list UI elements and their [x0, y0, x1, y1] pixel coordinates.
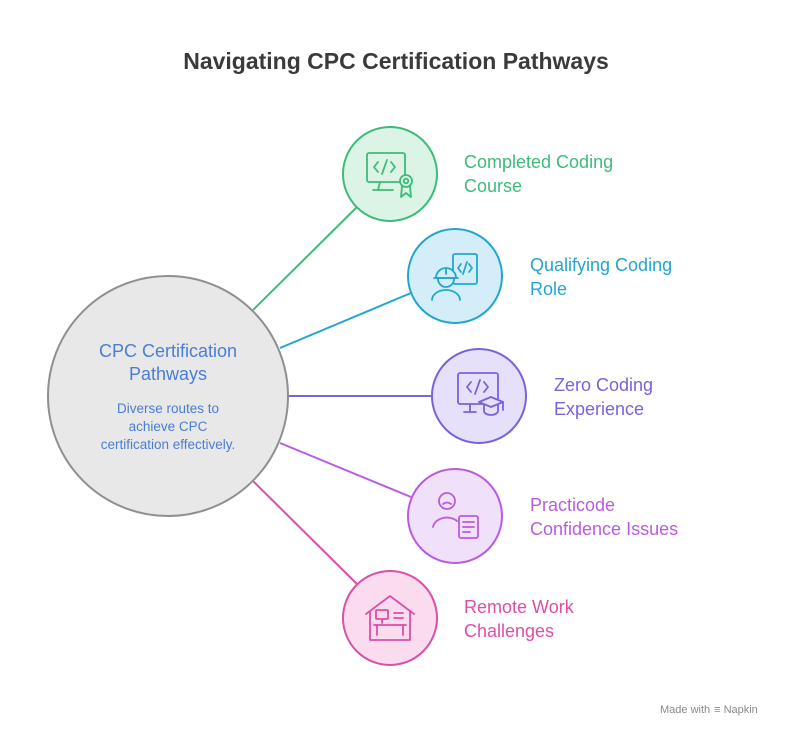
home-office-icon: [365, 595, 415, 641]
branch-node-confidence: [407, 468, 503, 564]
central-hub-description: Diverse routes to achieve CPC certificat…: [60, 400, 276, 454]
branch-node-zero-experience: [431, 348, 527, 444]
branch-node-remote: [342, 570, 438, 666]
connector-line-role: [279, 292, 412, 349]
made-with-napkin-footer[interactable]: Made with≡Napkin: [660, 704, 758, 716]
code-monitor-certificate-icon: [366, 152, 413, 198]
connector-line-remote: [252, 480, 359, 586]
branch-label-line: Qualifying Coding: [530, 255, 673, 275]
branch-label-line: Role: [530, 279, 568, 299]
central-hub-description-line: certification effectively.: [100, 437, 236, 452]
branch-label-line: Experience: [554, 399, 645, 419]
branch-label-course: Completed Coding Course: [464, 150, 684, 198]
code-graduation-icon: [457, 372, 504, 416]
made-with-text: Made with: [660, 704, 711, 716]
person-document-icon: [432, 492, 479, 539]
branch-label-line: Practicode: [530, 495, 616, 515]
central-hub-text: CPC Certification Pathways Diverse route…: [60, 340, 276, 454]
central-hub-description-line: achieve CPC: [128, 419, 208, 434]
branch-label-line: Confidence Issues: [530, 519, 679, 539]
branch-label-confidence: Practicode Confidence Issues: [530, 493, 750, 541]
central-hub-title-line: Pathways: [128, 364, 208, 384]
central-hub-title: CPC Certification Pathways: [60, 340, 276, 386]
connector-line-confidence: [279, 442, 412, 498]
branch-node-course: [342, 126, 438, 222]
napkin-logo-icon: ≡: [714, 704, 721, 716]
branch-label-line: Course: [464, 176, 523, 196]
branch-label-line: Challenges: [464, 621, 555, 641]
coder-worker-icon: [431, 253, 478, 301]
branch-label-remote: Remote Work Challenges: [464, 595, 684, 643]
branch-label-line: Zero Coding: [554, 375, 654, 395]
branch-node-role: [407, 228, 503, 324]
branch-label-zero-experience: Zero Coding Experience: [554, 373, 774, 421]
central-hub-title-line: CPC Certification: [98, 341, 238, 361]
page-title: Navigating CPC Certification Pathways: [183, 48, 609, 74]
branch-label-role: Qualifying Coding Role: [530, 253, 750, 301]
branch-label-line: Completed Coding: [464, 152, 614, 172]
central-hub-description-line: Diverse routes to: [116, 401, 220, 416]
napkin-brand-text: Napkin: [723, 704, 758, 716]
central-hub-circle: [47, 275, 289, 517]
connector-line-course: [252, 205, 359, 311]
branch-label-line: Remote Work: [464, 597, 574, 617]
